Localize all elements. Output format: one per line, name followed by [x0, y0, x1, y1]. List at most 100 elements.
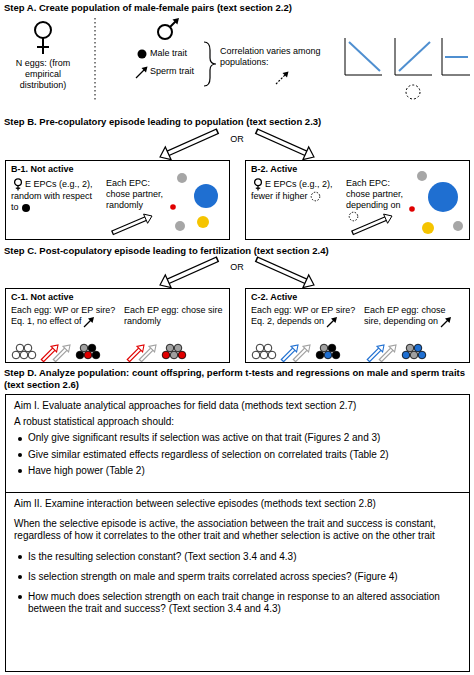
- egg: [92, 351, 100, 359]
- egg: [332, 351, 340, 359]
- flow-arrow: [256, 259, 314, 288]
- bullet-dot: [18, 575, 22, 579]
- text-row: Each EPC: chose partner, randomly: [106, 178, 170, 211]
- text-row: Is the resulting selection constant? (Te…: [14, 551, 461, 563]
- plot-axes: [345, 38, 382, 75]
- sperm-trait-axis-icon: [276, 74, 286, 84]
- egg: [410, 351, 418, 359]
- bullet-text: Only give significant results if selecti…: [28, 432, 380, 443]
- egg: [174, 344, 182, 352]
- male-symbol: [158, 25, 172, 39]
- bullet-dot: [18, 555, 22, 559]
- egg-note: N eggs: (from empirical distribution): [4, 58, 82, 91]
- male-circle: [422, 222, 434, 234]
- or-label: OR: [222, 262, 252, 273]
- sperm-trait-icon: [331, 317, 337, 323]
- egg: [320, 344, 328, 352]
- male-circle: [170, 204, 176, 210]
- male-circle: [417, 171, 427, 181]
- bullet-text: Is the resulting selection constant? (Te…: [28, 551, 297, 562]
- sperm-arrow: [54, 345, 70, 361]
- aim-box: Aim I. Evaluate analytical approaches fo…: [5, 394, 470, 493]
- egg: [328, 344, 336, 352]
- egg: [402, 351, 410, 359]
- bullet-text: Give similar estimated effects regardles…: [28, 449, 389, 460]
- egg: [316, 351, 324, 359]
- text-row: Each EPC: chose partner, depending on: [346, 178, 410, 222]
- aim-heading: Aim II. Examine interaction between sele…: [14, 498, 376, 509]
- text-row: E EPCs (e.g., 2), fewer if higher: [251, 178, 341, 202]
- sperm-trait-icon: [445, 317, 451, 323]
- box-text: Each EP egg: chose sire, depending on: [364, 305, 445, 326]
- egg: [76, 351, 84, 359]
- female-icon: [253, 178, 263, 191]
- egg: [162, 351, 170, 359]
- box-heading: C-1. Not active: [11, 292, 74, 302]
- box-heading: B-1. Not active: [11, 164, 74, 174]
- text-row: Have high power (Table 2): [14, 465, 461, 477]
- sperm-arrow: [294, 345, 310, 361]
- flow-arrow: [160, 131, 218, 160]
- box-text: Each EPC: chose partner, randomly: [106, 178, 163, 210]
- text-row: Aim II. Examine interaction between sele…: [14, 498, 461, 510]
- bullet-text: How much does selection strength on each…: [28, 591, 440, 614]
- flow-arrow: [256, 131, 314, 160]
- female-icon: [13, 178, 23, 191]
- sperm-trait-icon: [142, 67, 148, 73]
- bullet-dot: [18, 595, 22, 599]
- male-circle: [409, 206, 415, 212]
- female-symbol: [15, 179, 22, 186]
- dashcircle-icon: [310, 191, 321, 202]
- flow-arrow: [160, 259, 218, 288]
- egg: [170, 351, 178, 359]
- egg: [256, 344, 264, 352]
- text-row: C-2. Active: [251, 292, 461, 303]
- box-text: Each EP egg: chose sire randomly: [124, 305, 222, 326]
- egg: [84, 351, 92, 359]
- sperm-arrow: [140, 345, 156, 361]
- arrow-icon: [83, 316, 95, 328]
- step-heading: Step A. Create population of male-female…: [4, 2, 470, 14]
- female-symbol: [35, 22, 51, 38]
- dot-icon: [21, 203, 31, 213]
- no-correlation-line: [445, 56, 468, 58]
- aim-heading: Aim I. Evaluate analytical approaches fo…: [14, 400, 356, 411]
- male-symbol: [173, 18, 180, 25]
- box-text: Each EPC: chose partner, depending on: [346, 178, 403, 210]
- negative-correlation-line: [349, 42, 380, 71]
- step-heading: Step C. Post-copulatory episode leading …: [4, 245, 470, 257]
- text-row: How much does selection strength on each…: [14, 591, 461, 615]
- trait-label: Male trait: [150, 48, 204, 59]
- arrow-icon: [440, 316, 452, 328]
- egg: [264, 344, 272, 352]
- bullet-dot: [18, 453, 22, 457]
- male-trait-icon: [22, 204, 30, 212]
- egg: [28, 351, 36, 359]
- female-symbol: [255, 179, 262, 186]
- aim-text: When the selective episode is active, th…: [14, 518, 436, 541]
- episode-box: C-2. ActiveEach egg: WP or EP sire? Eq. …: [245, 288, 470, 363]
- text-row: E EPCs (e.g., 2), random with respect to: [11, 178, 101, 213]
- positive-correlation-line: [399, 42, 430, 71]
- egg: [24, 344, 32, 352]
- episode-box: C-1. Not activeEach egg: WP or EP sire? …: [5, 288, 230, 363]
- egg: [12, 351, 20, 359]
- text-row: When the selective episode is active, th…: [14, 518, 461, 542]
- male-trait-icon: [311, 192, 320, 201]
- egg: [414, 344, 422, 352]
- bullet-dot: [18, 437, 22, 441]
- male-circle: [175, 221, 185, 231]
- male-circle: [177, 173, 187, 183]
- egg: [178, 351, 186, 359]
- text-row: Is selection strength on male and sperm …: [14, 571, 461, 583]
- female-symbol: [16, 188, 20, 189]
- episode-box: B-2. ActiveE EPCs (e.g., 2), fewer if hi…: [245, 160, 470, 240]
- sperm-arrow: [380, 345, 396, 361]
- or-label: OR: [222, 134, 252, 145]
- egg: [268, 351, 276, 359]
- correlation-note: Correlation varies among populations:: [220, 46, 338, 68]
- text-row: B-1. Not active: [11, 164, 221, 175]
- box-text: E EPCs (e.g., 2), fewer if higher: [251, 179, 333, 201]
- box-heading: C-2. Active: [251, 292, 297, 302]
- sperm-trait-icon: [136, 69, 145, 78]
